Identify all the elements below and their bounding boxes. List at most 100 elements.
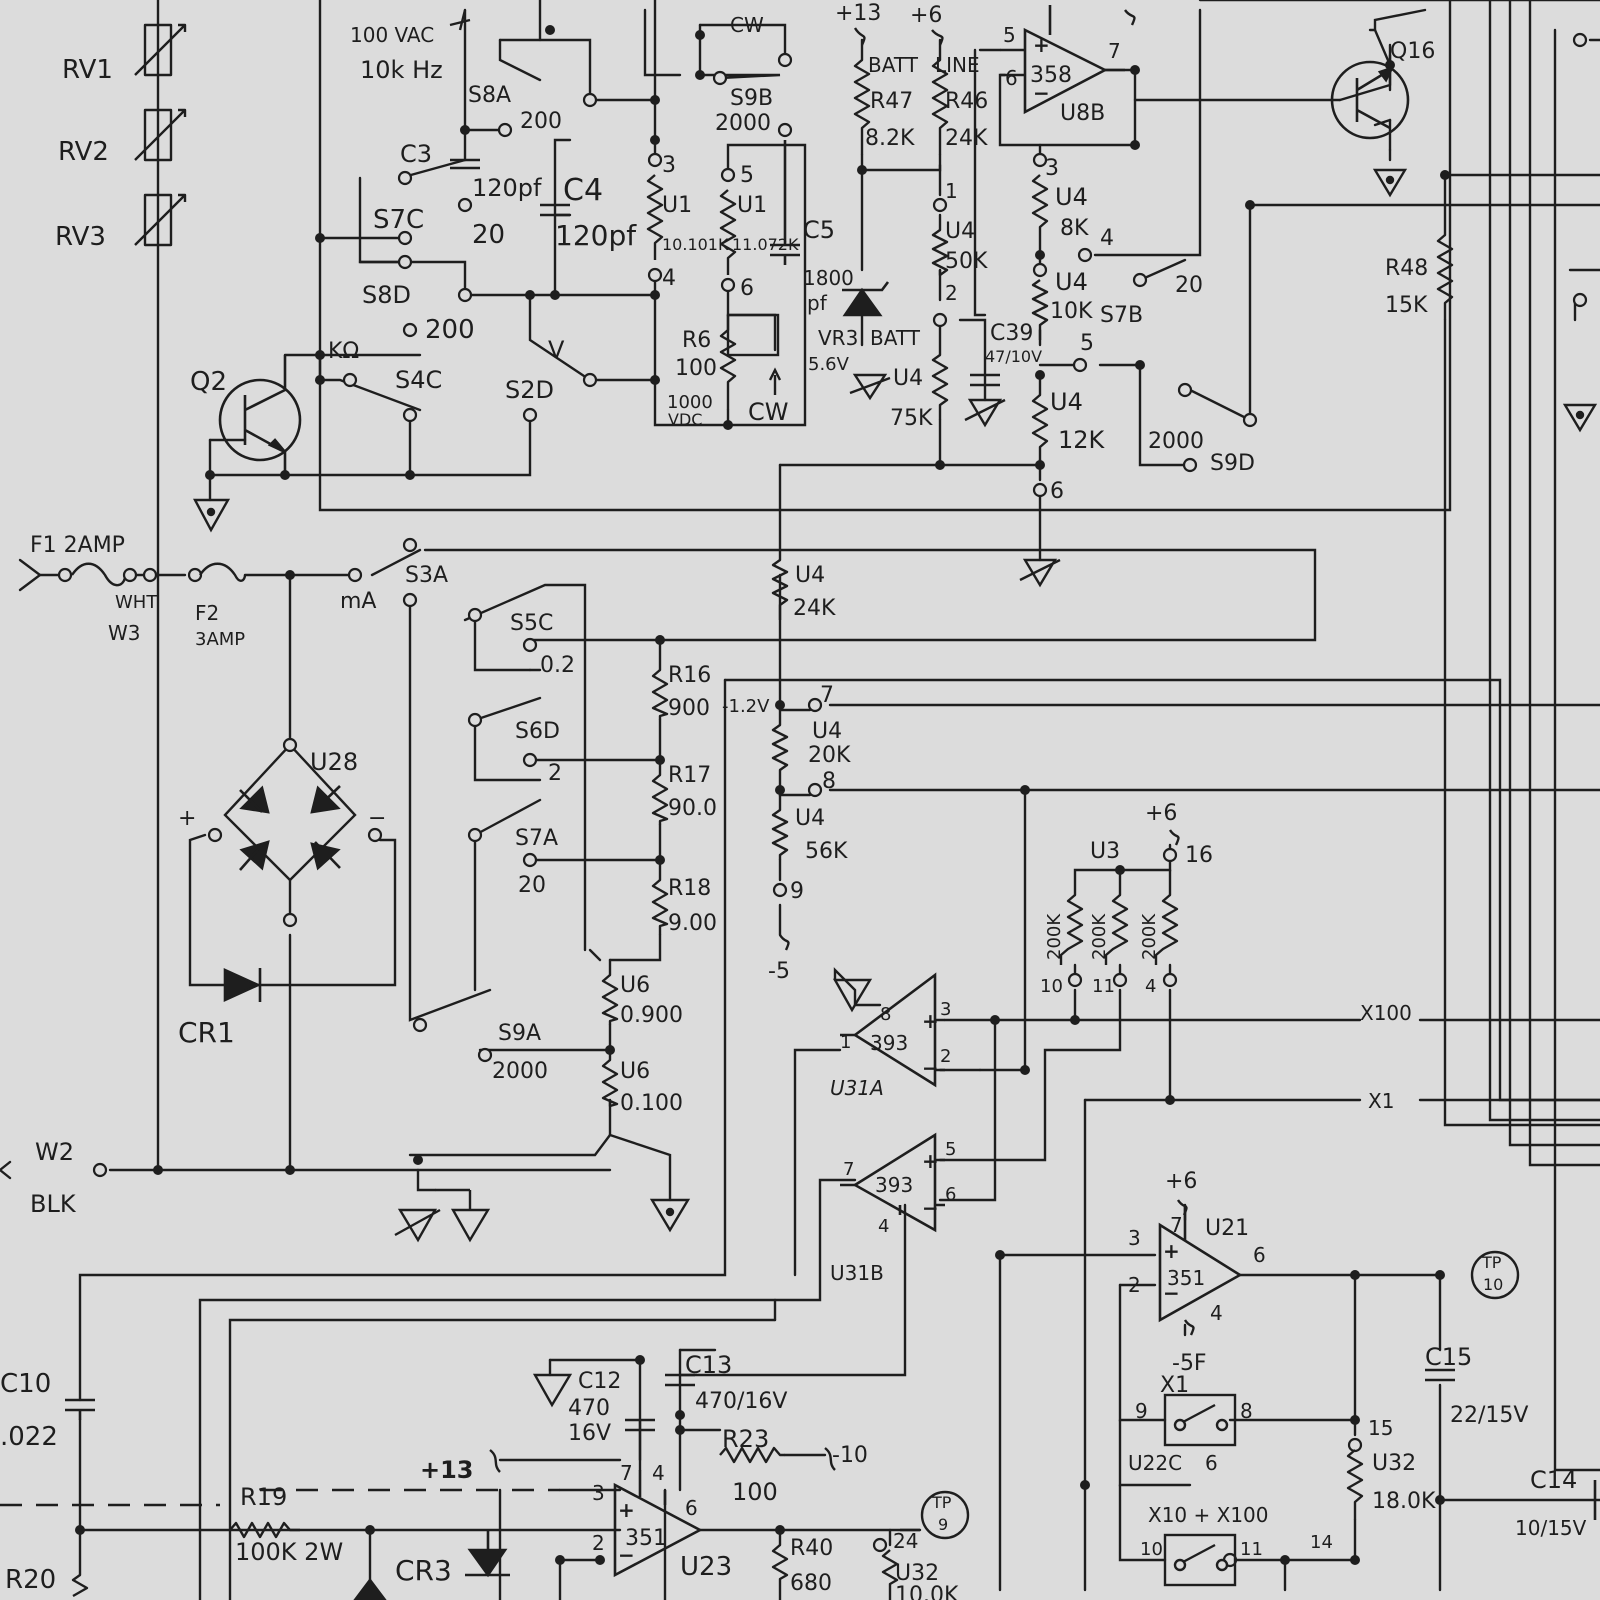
label-u31a-pin8: 8: [880, 1004, 891, 1025]
label-ma: mA: [340, 589, 376, 614]
label-c14: C14: [1530, 1466, 1577, 1494]
label-u22c: U22C: [1128, 1451, 1182, 1475]
ground-u31a: [832, 978, 873, 1013]
tp10-circle: [1470, 1250, 1520, 1300]
label-u31b: U31B: [830, 1261, 884, 1285]
label-u23: U23: [680, 1552, 732, 1582]
rv3-body: [143, 193, 173, 247]
label-u31b-pin7: 7: [843, 1159, 854, 1180]
label-kohm: KΩ: [328, 339, 359, 364]
label-cw-top: CW: [730, 13, 764, 37]
label-u23-pin2: 2: [592, 1531, 605, 1555]
resistor-u3-1: [1059, 894, 1084, 965]
label-c15: C15: [1425, 1343, 1472, 1371]
label-line: LINE: [935, 53, 980, 77]
svg-text:−: −: [1163, 1281, 1180, 1305]
q2-symbol: [218, 378, 302, 462]
label-s7b: S7B: [1100, 303, 1143, 328]
u21-body: [1158, 1222, 1243, 1323]
resistor-symbols: [71, 9, 1454, 1600]
label-c14-val: 10/15V: [1515, 1516, 1587, 1540]
resistor-u6a: [601, 974, 619, 1025]
label-f2: F2: [195, 601, 219, 625]
u28-diode-3: [239, 840, 270, 871]
label-u23-pin7: 7: [620, 1461, 633, 1485]
label-u4-12k-val: 12K: [1058, 426, 1106, 454]
ground-vr3: [849, 373, 891, 401]
c4-symbol: [540, 203, 570, 217]
label-s2d-pos: V: [548, 336, 565, 364]
ground-c39: [964, 398, 1006, 428]
label-u31b-pin6: 6: [945, 1184, 956, 1205]
label-r48-val: 15K: [1385, 293, 1428, 318]
label-m12v: -1.2V: [722, 696, 770, 717]
label-x100: X100: [1360, 1001, 1412, 1025]
label-c3-pos: 20: [472, 220, 505, 250]
c3-symbol: [450, 158, 480, 170]
label-u4b-pin4: 4: [1100, 226, 1114, 251]
label-r23-val: 100: [732, 1478, 778, 1506]
label-u1b-pin5: 5: [740, 163, 754, 188]
label-w3: W3: [108, 621, 141, 645]
label-cr3: CR3: [395, 1554, 452, 1587]
resistor-u32a: [1346, 1449, 1364, 1520]
label-r47: R47: [870, 89, 913, 114]
ground-u4-6: [1019, 558, 1061, 588]
label-u23-pin4: 4: [652, 1461, 665, 1485]
label-x10-pin10: 10: [1140, 1539, 1163, 1560]
u23-body: [613, 1482, 703, 1578]
ground-c12: [532, 1373, 573, 1408]
label-u4-12k: U4: [1050, 388, 1083, 416]
label-u3-pin11: 11: [1092, 976, 1115, 997]
resistor-u3-3: [1154, 894, 1179, 965]
svg-text:−: −: [922, 1056, 939, 1080]
label-u21-pin2: 2: [1128, 1273, 1141, 1297]
fuse-f1: [71, 562, 127, 587]
label-c3: C3: [400, 140, 432, 168]
label-w2: W2: [35, 1138, 74, 1166]
label-plus13: +13: [835, 1, 881, 26]
ground-symbols: [193, 168, 1598, 1408]
label-tp9-num: 9: [938, 1515, 948, 1534]
fuse-f2: [199, 562, 247, 582]
label-r16: R16: [668, 663, 711, 688]
u28-diode-1: [239, 785, 270, 814]
label-10khz: 10k Hz: [360, 56, 443, 84]
label-u3-pin10: 10: [1040, 976, 1063, 997]
label-s8d: S8D: [362, 281, 411, 309]
label-r18-val: 9.00: [668, 911, 717, 936]
label-s9b: S9B: [730, 86, 773, 111]
label-c15-val: 22/15V: [1450, 1403, 1528, 1428]
label-wht: WHT: [115, 592, 158, 613]
label-u1a-pin3: 3: [662, 153, 676, 178]
label-c13-val: 470/16V: [695, 1389, 787, 1414]
supply-arrows: [489, 9, 1195, 1473]
label-x10-pin11: 11: [1240, 1539, 1263, 1560]
relay-boxes: [726, 313, 1237, 1587]
label-u4c-pin7: 7: [820, 683, 834, 708]
svg-text:+: +: [1033, 33, 1050, 57]
label-u8b: U8B: [1060, 101, 1105, 126]
label-u32a-val: 18.0K: [1372, 1489, 1436, 1514]
resistor-r20: [71, 1574, 89, 1598]
resistor-u4-24k: [771, 559, 789, 620]
label-u21-plus6: +6: [1165, 1169, 1197, 1194]
ground-main-1: [394, 1208, 441, 1243]
label-u28-minus: −: [368, 806, 386, 831]
label-u31a-pin2: 2: [940, 1046, 951, 1067]
label-u23-pin3: 3: [592, 1481, 605, 1505]
x10-relay-box: [1163, 1533, 1237, 1587]
label-c5: C5: [803, 216, 835, 244]
resistor-u4-56k: [771, 809, 789, 860]
label-u6b-val: 0.100: [620, 1091, 683, 1116]
label-rv2: RV2: [58, 137, 109, 167]
label-u23-pin6: 6: [685, 1496, 698, 1520]
label-x1-pin9: 9: [1135, 1399, 1148, 1423]
label-c10: C10: [0, 1369, 51, 1399]
label-s7a: S7A: [515, 826, 558, 851]
label-u31b-pin4: 4: [878, 1216, 889, 1237]
label-u3: U3: [1090, 839, 1120, 864]
label-u32-pin24: 24: [893, 1529, 918, 1553]
